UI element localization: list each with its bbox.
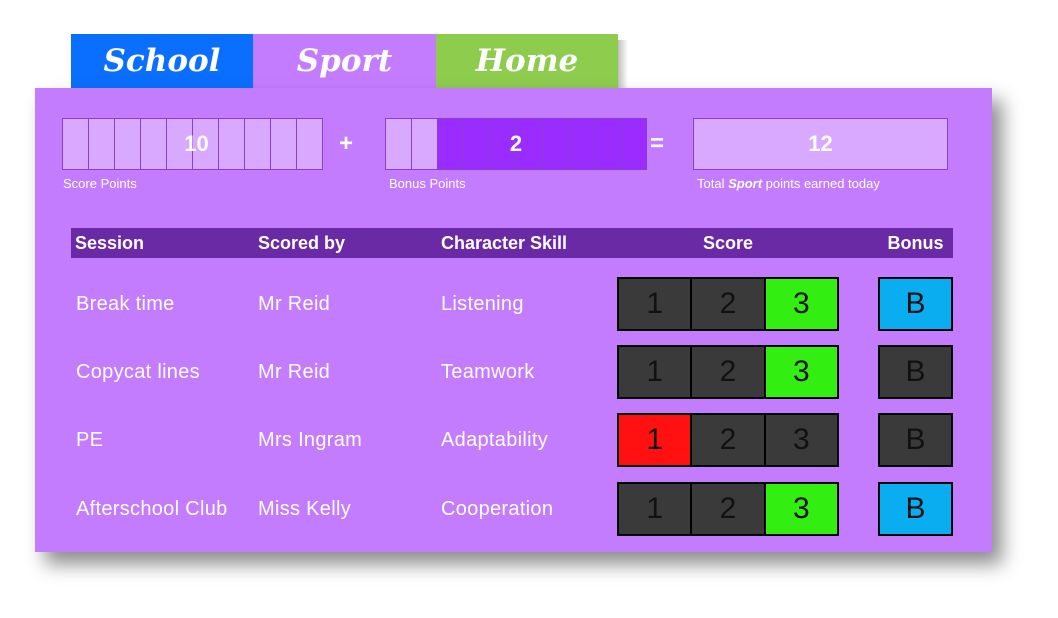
character-skill: Adaptability	[441, 428, 548, 451]
score-points-meter	[62, 118, 323, 170]
table-header-bar	[71, 228, 953, 258]
score-button-2[interactable]: 2	[692, 415, 766, 465]
bonus-button[interactable]: B	[878, 345, 953, 399]
header-scored-by: Scored by	[258, 232, 346, 253]
meter-segment	[219, 119, 245, 169]
score-points-caption: Score Points	[63, 176, 137, 191]
bonus-points-value: 2	[509, 131, 523, 156]
score-button-3[interactable]: 3	[765, 279, 837, 329]
session-name: Copycat lines	[76, 360, 200, 383]
character-skill: Teamwork	[441, 360, 535, 383]
meter-segment	[141, 119, 167, 169]
score-button-3[interactable]: 3	[765, 484, 837, 534]
tab-school[interactable]: School	[71, 34, 253, 88]
meter-segment	[594, 119, 621, 169]
score-button-1[interactable]: 1	[619, 415, 693, 465]
session-name: Afterschool Club	[76, 497, 228, 520]
total-points-caption: Total Sport points earned today	[697, 176, 880, 191]
meter-segment	[297, 119, 322, 169]
meter-segment	[438, 119, 465, 169]
meter-segment	[63, 119, 89, 169]
score-button-2[interactable]: 2	[692, 484, 766, 534]
score-points-value: 10	[184, 131, 209, 156]
meter-segment	[271, 119, 297, 169]
meter-segment	[386, 119, 413, 169]
bonus-points-caption: Bonus Points	[389, 176, 466, 191]
header-session: Session	[75, 232, 145, 253]
score-button-2[interactable]: 2	[692, 347, 766, 397]
meter-segment	[245, 119, 271, 169]
score-button-3[interactable]: 3	[765, 347, 837, 397]
score-button-2[interactable]: 2	[692, 279, 766, 329]
plus-sign: +	[338, 130, 353, 157]
scored-by: Mr Reid	[258, 292, 331, 315]
bonus-button[interactable]: B	[878, 413, 953, 467]
header-score: Score	[702, 232, 754, 253]
meter-segment	[464, 119, 491, 169]
bonus-points-meter	[385, 118, 647, 170]
header-bonus: Bonus	[887, 232, 944, 253]
meter-segment	[193, 119, 219, 169]
scored-by: Mrs Ingram	[258, 428, 363, 451]
meter-segment	[568, 119, 595, 169]
meter-segment	[620, 119, 646, 169]
score-button-3[interactable]: 3	[765, 415, 837, 465]
meter-segment	[516, 119, 543, 169]
score-button-1[interactable]: 1	[619, 347, 693, 397]
character-skill: Listening	[441, 292, 524, 315]
character-skill: Cooperation	[441, 497, 554, 520]
score-button-1[interactable]: 1	[619, 279, 693, 329]
tab-shadow	[618, 40, 628, 88]
scored-by: Miss Kelly	[258, 497, 352, 520]
total-points-box	[693, 118, 948, 170]
bonus-button[interactable]: B	[878, 277, 953, 331]
session-name: Break time	[76, 292, 175, 315]
bonus-button[interactable]: B	[878, 482, 953, 536]
score-button-1[interactable]: 1	[619, 484, 693, 534]
meter-segment	[115, 119, 141, 169]
tab-home[interactable]: Home	[436, 34, 618, 88]
scored-by: Mr Reid	[258, 360, 331, 383]
meter-segment	[490, 119, 517, 169]
header-character-skill: Character Skill	[441, 232, 568, 253]
equals-sign: =	[649, 130, 664, 157]
session-name: PE	[76, 428, 104, 451]
tab-sport[interactable]: Sport	[253, 34, 436, 88]
meter-segment	[542, 119, 569, 169]
total-points-value: 12	[808, 131, 833, 156]
meter-segment	[89, 119, 115, 169]
meter-segment	[412, 119, 439, 169]
meter-segment	[167, 119, 193, 169]
